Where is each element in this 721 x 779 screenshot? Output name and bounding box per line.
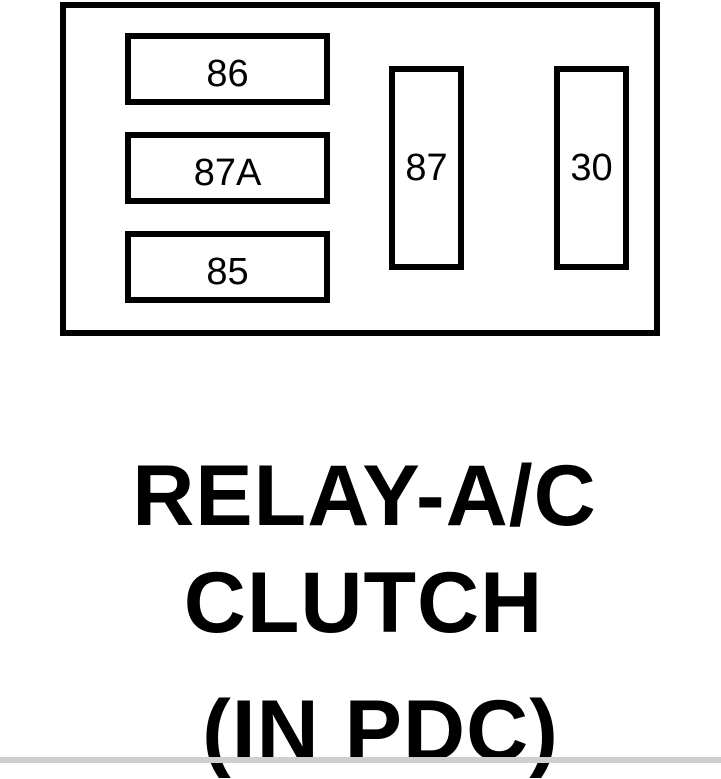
relay-caption-line-2: CLUTCH — [183, 555, 544, 651]
relay-terminal-87: 87 — [389, 66, 464, 270]
terminal-label-85: 85 — [206, 251, 249, 293]
relay-caption-line-1: RELAY-A/C — [132, 448, 597, 544]
page-bottom-edge — [0, 757, 721, 763]
terminal-label-87a: 87A — [193, 152, 262, 194]
terminal-label-87: 87 — [405, 147, 448, 189]
relay-terminal-85: 85 — [125, 231, 330, 303]
terminal-label-86: 86 — [206, 53, 249, 95]
relay-terminal-30: 30 — [554, 66, 629, 270]
terminal-label-30: 30 — [570, 147, 613, 189]
relay-housing-outline — [60, 2, 660, 336]
relay-terminal-87a: 87A — [125, 132, 330, 204]
relay-terminal-86: 86 — [125, 33, 330, 105]
